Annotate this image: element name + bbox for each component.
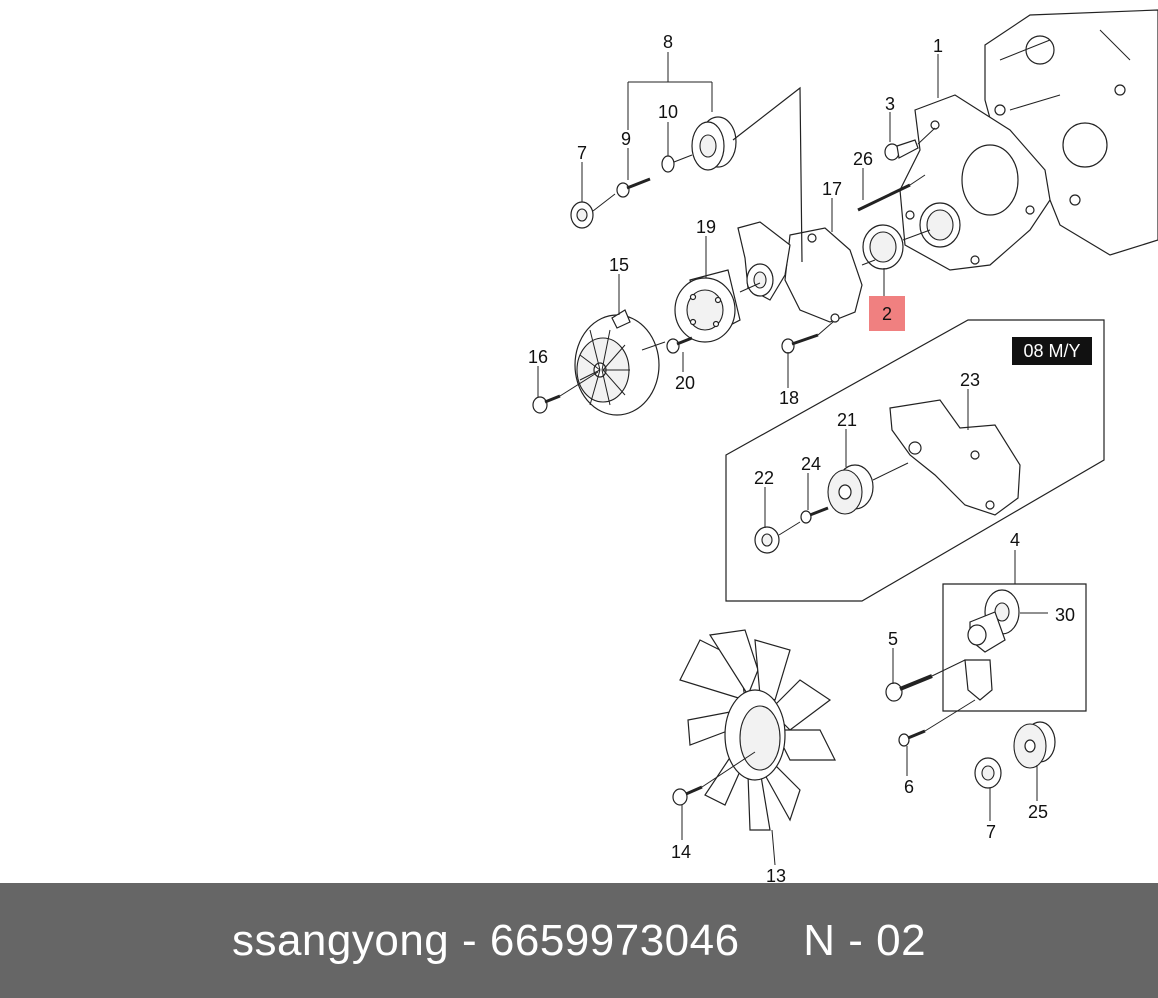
cap-7-bottom-part	[974, 757, 1002, 789]
callout-10: 10	[658, 102, 678, 122]
callout-22: 22	[754, 468, 774, 488]
callout-3: 3	[885, 94, 895, 114]
pulley-25-part	[1013, 721, 1056, 769]
callout-16: 16	[528, 347, 548, 367]
timing-cover-part	[899, 94, 1051, 271]
callout-19: 19	[696, 217, 716, 237]
bolt-5-part	[885, 659, 966, 702]
inset-frame	[725, 319, 1105, 602]
cap-7-top-part	[570, 193, 616, 229]
fan-clutch-part	[574, 309, 666, 416]
callout-1: 1	[933, 36, 943, 56]
fan-13-part	[679, 629, 836, 831]
tensioner-frame	[942, 583, 1087, 712]
leader-frame-8	[732, 86, 803, 263]
callout-30: 30	[1055, 605, 1075, 625]
callout-7-bottom: 7	[986, 822, 996, 842]
callout-21: 21	[837, 410, 857, 430]
inset-badge-box	[1012, 337, 1092, 365]
callout-14: 14	[671, 842, 691, 862]
bracket-23-part	[889, 399, 1021, 516]
bolt-3-part	[884, 127, 936, 161]
callout-20: 20	[675, 373, 695, 393]
stud-26-part	[857, 174, 926, 212]
highlight-box	[869, 296, 905, 331]
cap-22-part	[754, 521, 801, 554]
callout-7-top: 7	[577, 143, 587, 163]
footer-ref-label: N - 02	[803, 915, 927, 965]
callout-18: 18	[779, 388, 799, 408]
callout-25: 25	[1028, 802, 1048, 822]
bolt-20-part	[666, 336, 693, 354]
spacer-10-part	[661, 154, 693, 173]
inset-badge-label: 08 M/Y	[1023, 341, 1080, 361]
engine-block-part	[984, 9, 1158, 256]
tensioner-30-part	[964, 589, 1048, 701]
idler-pulley-8-part	[691, 116, 737, 171]
leader-lines	[537, 52, 1038, 866]
callout-13: 13	[766, 866, 786, 883]
callout-2: 2	[882, 304, 892, 324]
callout-24: 24	[801, 454, 821, 474]
footer-part-number: 6659973046	[489, 915, 740, 965]
bolt-14-part	[672, 751, 756, 806]
callout-15: 15	[609, 255, 629, 275]
callout-26: 26	[853, 149, 873, 169]
callout-8: 8	[663, 32, 673, 52]
footer-caption: ssangyong - 6659973046 N - 02	[232, 916, 926, 966]
callout-6: 6	[904, 777, 914, 797]
callout-4: 4	[1010, 530, 1020, 550]
bolt-16-part	[532, 371, 599, 414]
footer-bar: ssangyong - 6659973046 N - 02	[0, 883, 1158, 998]
pulley-19-part	[674, 269, 761, 343]
callout-5: 5	[888, 629, 898, 649]
oil-seal-part	[862, 224, 931, 270]
bolt-9-part	[616, 177, 651, 198]
footer-separator: -	[449, 915, 490, 965]
pulley-21-part	[827, 462, 909, 515]
bolt-6-part	[898, 699, 976, 747]
callout-17: 17	[822, 179, 842, 199]
footer-gap	[740, 916, 804, 965]
callout-9: 9	[621, 129, 631, 149]
callout-23: 23	[960, 370, 980, 390]
water-pump-part	[737, 221, 876, 323]
bolt-18-part	[781, 321, 834, 354]
parts-diagram: 08 M/Y	[528, 9, 1158, 883]
footer-brand: ssangyong	[231, 915, 450, 965]
bolt-24-part	[800, 506, 829, 524]
